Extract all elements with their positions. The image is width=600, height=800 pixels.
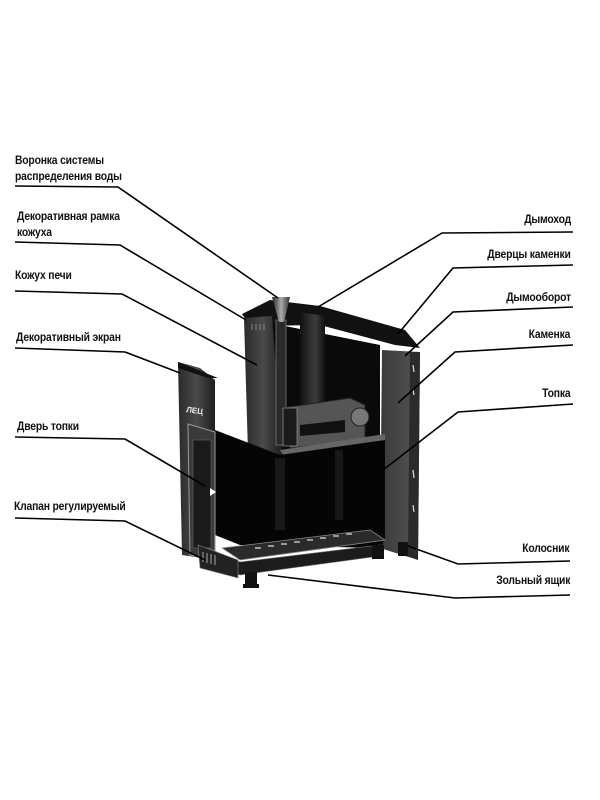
leader-grate	[407, 545, 571, 565]
label-adjustable-valve: Клапан регулируемый	[14, 501, 126, 513]
grate	[220, 529, 387, 561]
label-casing-frame: Декоративная рамка кожуха	[17, 211, 120, 239]
leader-heater	[397, 344, 574, 404]
label-heater-doors: Дверцы каменки	[487, 249, 572, 261]
foot-front	[245, 572, 257, 586]
label-chimney: Дымоход	[524, 214, 571, 226]
label-water-funnel: Воронка системы распределения воды	[15, 155, 122, 183]
label-decorative-screen: Декоративный экран	[16, 332, 121, 344]
chimney-pipe	[300, 312, 325, 420]
leader-firebox	[382, 403, 574, 471]
top-plate	[242, 300, 420, 348]
leader-lines	[14, 185, 574, 599]
casing-frame-ribs	[251, 324, 265, 330]
label-stove-casing: Кожух печи	[15, 270, 72, 282]
adjustable-valve-shape	[197, 544, 239, 579]
label-smoke-turn: Дымооборот	[506, 292, 571, 304]
stove-illustration: ЛЕЦ	[178, 297, 420, 588]
label-grate: Колосник	[521, 543, 569, 555]
leader-chimney	[317, 231, 574, 308]
leader-smoke-turn	[404, 306, 574, 357]
label-firebox: Топка	[541, 388, 570, 400]
water-funnel-shape	[272, 297, 290, 322]
grate-slots	[255, 533, 352, 549]
brand-mark: ЛЕЦ	[186, 405, 204, 416]
firebox-door-glass	[192, 439, 212, 549]
leader-firebox-door	[14, 436, 206, 487]
heater-edge-highlights	[412, 364, 415, 513]
leader-heater-doors	[397, 264, 574, 335]
foot-right	[372, 545, 384, 559]
leader-stove-casing	[14, 290, 258, 366]
label-heater: Каменка	[528, 329, 570, 341]
heater-edge	[408, 352, 420, 560]
label-firebox-door: Дверь топки	[17, 421, 79, 433]
leader-ash-box	[267, 574, 571, 599]
label-ash-box: Зольный ящик	[496, 575, 570, 587]
leader-decorative-screen	[14, 347, 181, 374]
leader-water-funnel	[14, 185, 279, 299]
leader-casing-frame	[14, 241, 247, 321]
leader-adjustable-valve	[14, 517, 206, 561]
